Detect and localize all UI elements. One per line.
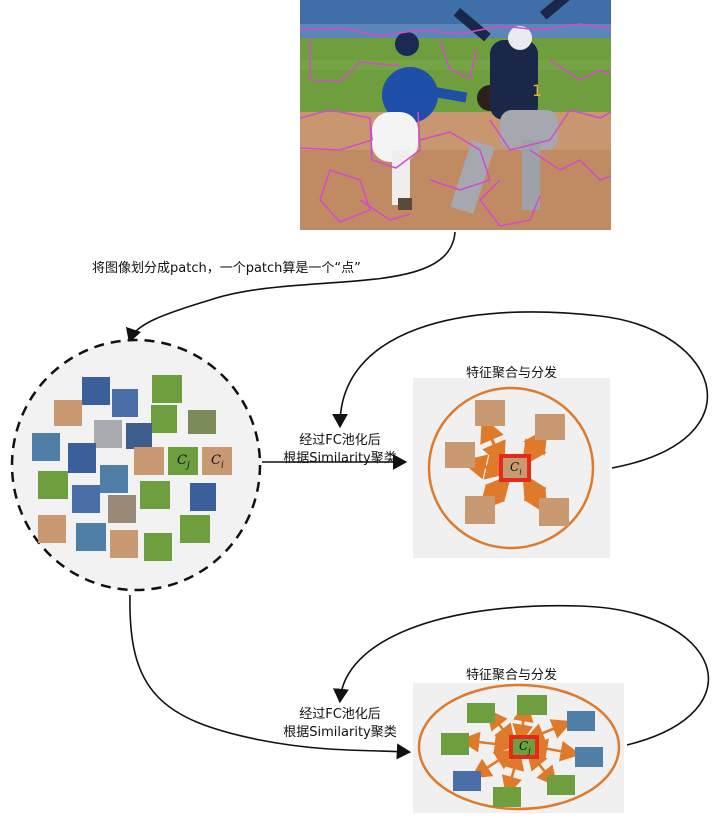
step-label-2: 经过FC池化后 根据Similarity聚类 [280,706,400,742]
p2-patch [567,711,595,731]
p1-patch [539,498,569,526]
patch-player [112,389,138,417]
p2-patch [441,733,469,755]
p2-center-label: Cj [519,739,531,756]
superpixel-boundaries [300,23,611,227]
aggregation-panel-2: Cj [413,683,624,813]
patch-player [126,423,152,449]
step-label-2-line2: 根据Similarity聚类 [283,725,397,740]
patch-grass [152,375,182,403]
patch-runner [94,420,122,448]
p1-patch [465,496,495,524]
step-label-1-line2: 根据Similarity聚类 [283,451,397,466]
patch-player [68,443,96,473]
patch-grass [140,481,170,509]
step-label-1: 经过FC池化后 根据Similarity聚类 [280,432,400,468]
patch-grass [180,515,210,543]
patch-cj: Cj [168,447,198,475]
segmented-photo: 1 [300,0,611,230]
panel2-title: 特征聚合与分发 [466,668,558,683]
svg-text:1: 1 [532,81,542,100]
p1-center-label: Ci [510,460,522,477]
p2-patch [575,747,603,767]
patch-dirt [134,447,164,475]
patch-sky [76,523,106,551]
patch-dirt [110,530,138,558]
step-label-2-line1: 经过FC池化后 [299,707,381,722]
p1-patch [445,442,475,468]
patch-grass [151,405,177,433]
aggregation-panel-1: Ci [413,378,610,558]
patch-sky [32,433,60,461]
patch-cloud: Cj Ci [8,335,264,595]
patch-dirt [38,515,66,543]
patch-player [190,483,216,511]
patch-player [72,485,100,513]
patch-dirt [54,400,82,426]
p2-patch [517,695,547,715]
p2-patch [493,787,521,807]
patch-grass [38,471,68,499]
p1-patch [535,414,565,440]
p2-patch [467,703,495,723]
p2-patch [453,771,481,791]
cj-label: Cj [177,453,190,471]
patch-sky [100,465,128,493]
patch-runner [108,495,136,523]
patch-player [82,377,110,405]
patch-glove [188,410,216,434]
panel1-title: 特征聚合与分发 [466,366,558,381]
patch-grass [144,533,172,561]
patch-caption: 将图像划分成patch，一个patch算是一个“点” [92,261,361,276]
p1-patch [475,400,505,426]
runner-figure: 1 [450,0,575,214]
patch-ci: Ci [202,447,232,475]
step-label-1-line1: 经过FC池化后 [299,433,381,448]
p2-center-cj: Cj [509,735,539,759]
p2-patch [547,775,575,795]
ci-label: Ci [211,453,224,471]
p1-center-ci: Ci [499,454,531,482]
